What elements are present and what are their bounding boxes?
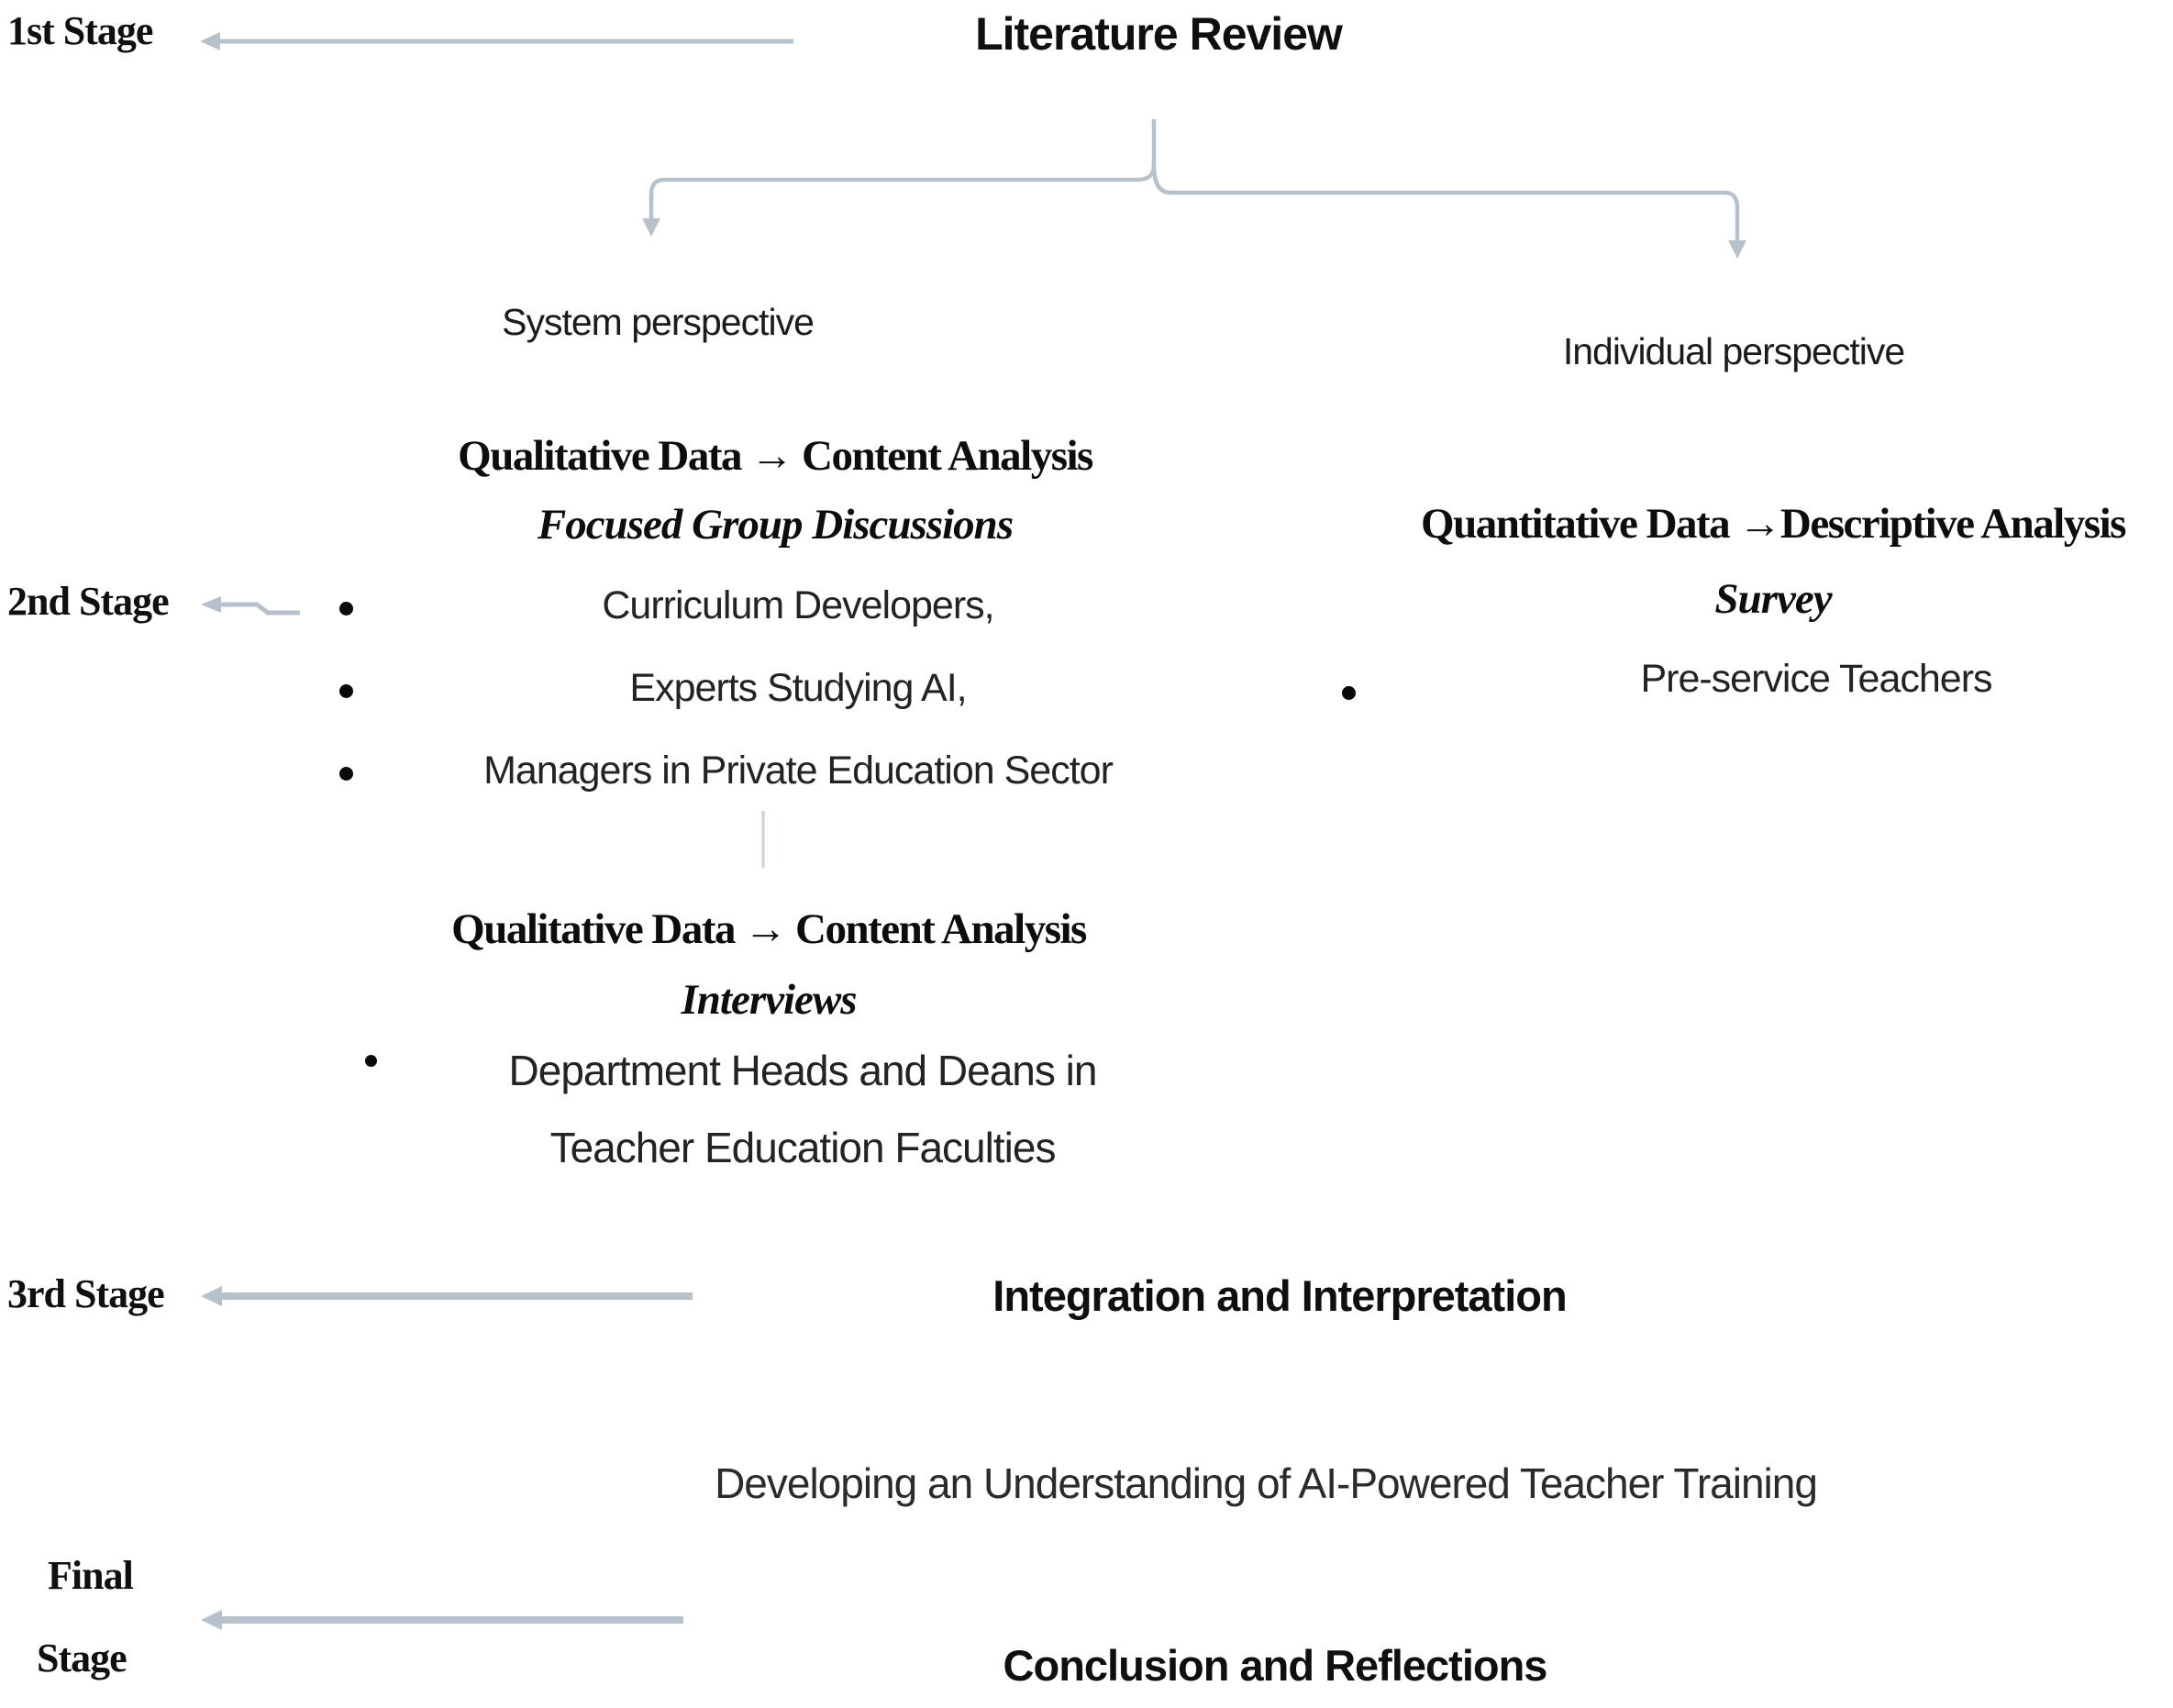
fork-left-branch [642,119,1157,237]
arrow-stage4 [201,1610,683,1630]
bullet-icon [1342,686,1356,700]
stage1-label: 1st Stage [7,8,153,53]
fgd-participant-item: Curriculum Developers, [602,583,994,627]
qualitative-fgd-title: Qualitative Data → Content Analysis [458,432,1093,480]
fork-right-branch [1151,164,1746,259]
arrow-stage3 [201,1286,693,1306]
bullet-icon [365,1055,377,1067]
bullet-icon [339,767,353,781]
stage2-label: 2nd Stage [7,579,170,624]
arrow-stage2 [201,596,300,616]
bullet-icon [339,684,353,698]
quantitative-survey-title: Quantitative Data →Descriptive Analysis [1421,500,2126,548]
qualitative-fgd-method: Focused Group Discussions [537,501,1014,549]
developing-understanding-node: Developing an Understanding of AI-Powere… [715,1459,1818,1507]
interviews-participant-line1: Department Heads and Deans in [508,1047,1098,1094]
literature-review-node: Literature Review [975,8,1343,60]
arrow-stage1 [200,32,793,50]
fgd-participant-item: Experts Studying AI, [629,666,967,710]
integration-node: Integration and Interpretation [992,1271,1567,1320]
final-stage-label-line2: Stage [37,1636,127,1680]
fgd-participant-item: Managers in Private Education Sector [483,749,1114,793]
quantitative-survey-method: Survey [1714,575,1832,623]
stage3-label: 3rd Stage [7,1271,165,1316]
system-perspective-label: System perspective [502,301,815,343]
bullet-icon [339,602,353,616]
conclusion-node: Conclusion and Reflections [1003,1641,1548,1690]
final-stage-label-line1: Final [48,1553,134,1598]
qualitative-interviews-title: Qualitative Data → Content Analysis [451,905,1087,953]
survey-participant-item: Pre-service Teachers [1640,657,1992,701]
individual-perspective-label: Individual perspective [1562,330,1905,372]
interviews-participant-line2: Teacher Education Faculties [549,1124,1057,1171]
qualitative-interviews-method: Interviews [681,976,857,1024]
